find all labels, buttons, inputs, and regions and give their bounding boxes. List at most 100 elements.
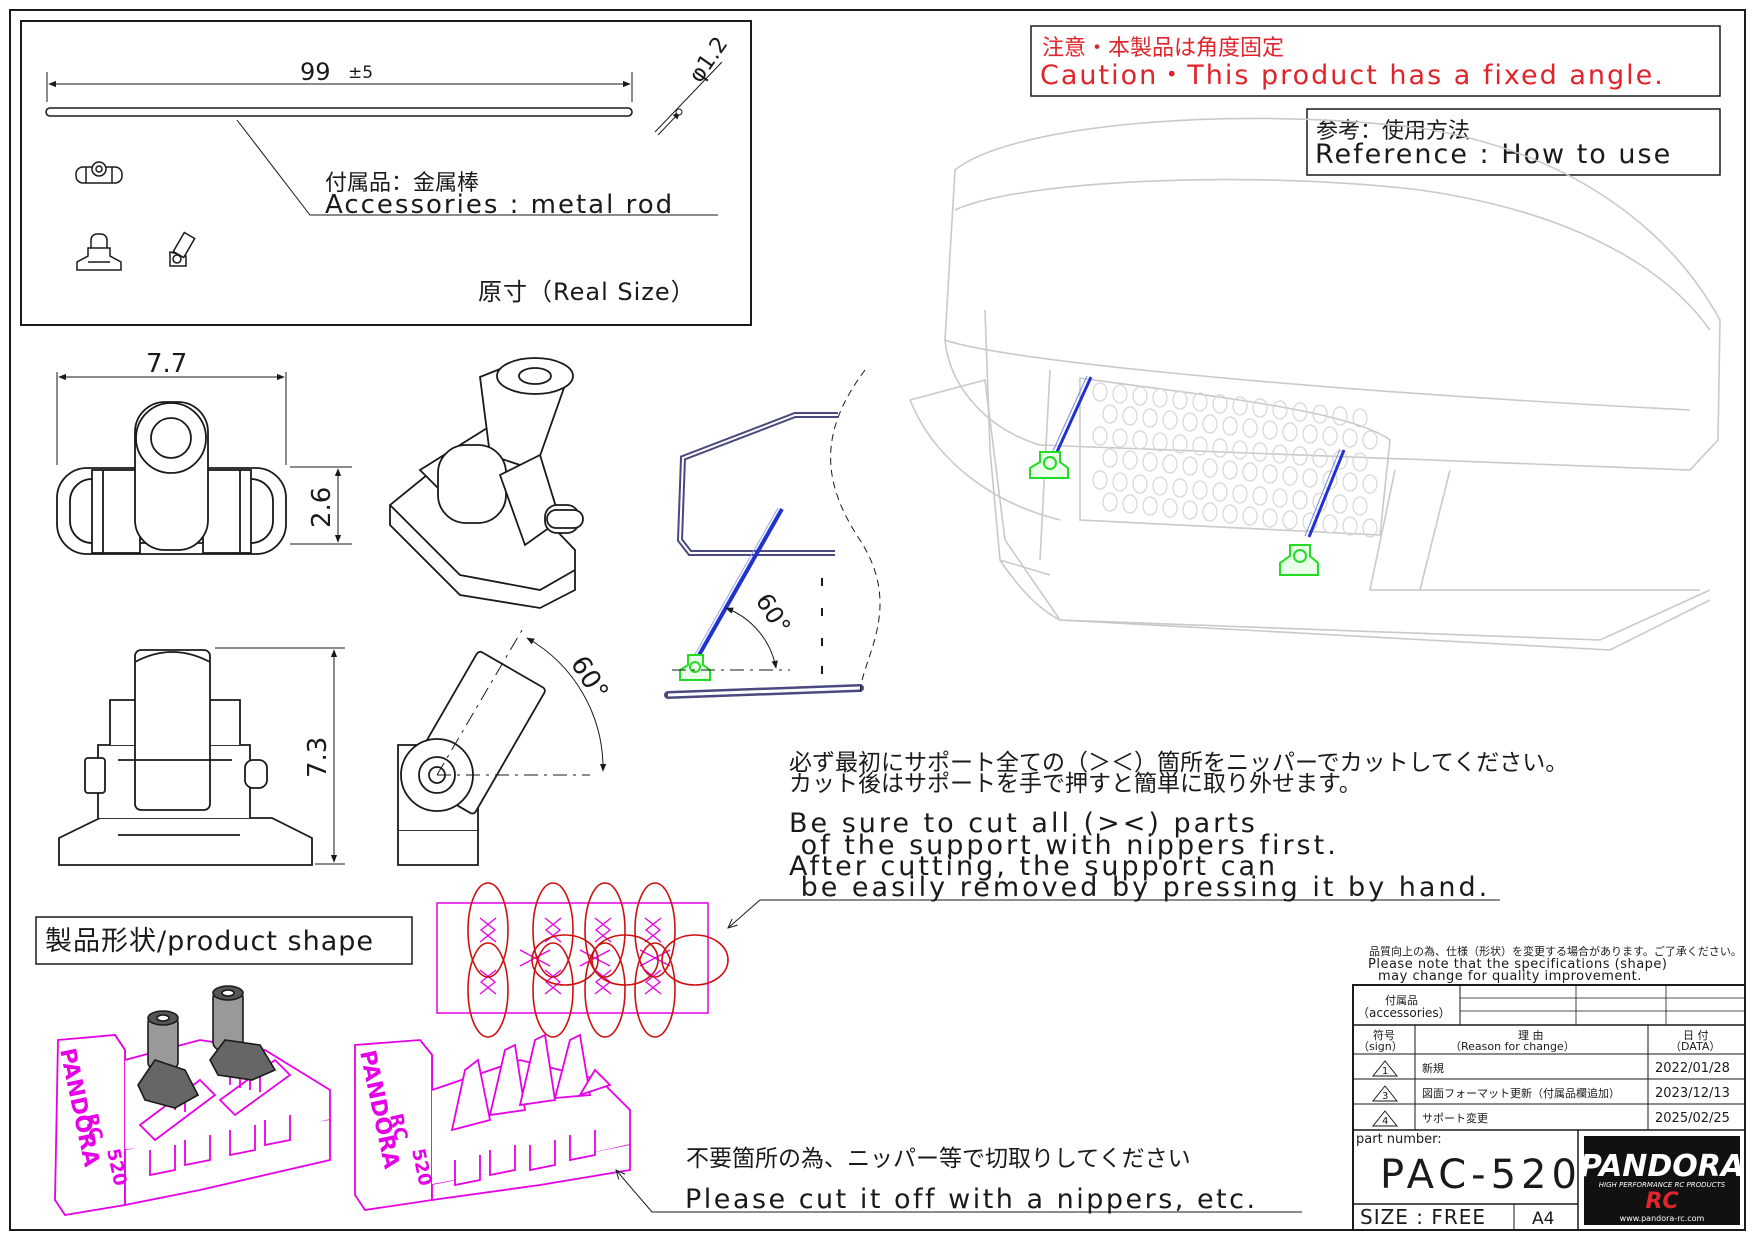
specs-note: 品質向上の為、仕様（形状）を変更する場合があります。ご了承ください。 Pleas… xyxy=(1368,944,1742,984)
reason-header-en: （Reason for change） xyxy=(1450,1040,1575,1053)
depth-dim: 2.6 xyxy=(290,466,352,545)
honeycomb-cell xyxy=(1172,478,1188,498)
honeycomb-cell xyxy=(1252,442,1268,462)
angle-usage-label: 60° xyxy=(750,588,796,639)
support-cut-diagram xyxy=(436,882,729,1038)
logo-brand: PANDORA xyxy=(1580,1149,1744,1184)
honeycomb-cell xyxy=(1152,432,1168,452)
honeycomb-cell xyxy=(1302,424,1318,444)
usage-green-mount xyxy=(679,654,711,681)
honeycomb-cell xyxy=(1162,410,1178,430)
honeycomb-cell xyxy=(1202,458,1218,478)
honeycomb-cell xyxy=(1272,400,1288,420)
wing-green-mount-right xyxy=(1279,544,1319,576)
real-size-note: 原寸（Real Size） xyxy=(478,278,696,306)
height-dim: 7.3 xyxy=(215,647,345,865)
honeycomb-cell xyxy=(1232,396,1248,416)
honeycomb-cell xyxy=(1132,386,1148,406)
revision-date: 2023/12/13 xyxy=(1655,1086,1730,1101)
date-header-jp: 日 付 xyxy=(1683,1029,1709,1042)
cut-circles xyxy=(467,882,729,1038)
honeycomb-cell xyxy=(1172,434,1188,454)
width-dim: 7.7 xyxy=(56,349,287,465)
instruction-en-2: of the support with nippers first. xyxy=(789,830,1339,861)
logo-tagline: HIGH PERFORMANCE RC PRODUCTS xyxy=(1599,1181,1726,1189)
honeycomb-cell xyxy=(1172,390,1188,410)
honeycomb-cell xyxy=(1202,414,1218,434)
caution-en: Caution・This product has a fixed angle. xyxy=(1040,60,1665,91)
revision-sign-triangle xyxy=(1371,1085,1399,1102)
honeycomb-cell xyxy=(1132,474,1148,494)
reference-jp: 参考：使用方法 xyxy=(1316,119,1470,144)
revision-reason: サポート変更 xyxy=(1422,1111,1488,1125)
honeycomb-cell xyxy=(1232,484,1248,504)
honeycomb-cell xyxy=(1092,426,1108,446)
honeycomb-cell xyxy=(1112,384,1128,404)
honeycomb-cell xyxy=(1362,430,1378,450)
size-label: SIZE : FREE xyxy=(1360,1205,1486,1229)
wing-green-mount-left xyxy=(1029,451,1069,479)
angle-main-label: 60° xyxy=(564,651,614,706)
specs-note-jp: 品質向上の為、仕様（形状）を変更する場合があります。ご了承ください。 xyxy=(1369,944,1742,958)
honeycomb-cell xyxy=(1202,502,1218,522)
revision-date: 2022/01/28 xyxy=(1655,1061,1730,1076)
sign-header-jp: 符号 xyxy=(1373,1029,1395,1042)
accessories-row-label-en: （accessories） xyxy=(1357,1006,1451,1020)
product-shape-label: 製品形状/product shape xyxy=(45,926,374,957)
honeycomb-cell xyxy=(1262,464,1278,484)
revision-reason: 新規 xyxy=(1422,1061,1444,1075)
reference-box: 参考：使用方法 Reference : How to use xyxy=(1306,108,1721,176)
usage-diagram: 60° xyxy=(664,369,881,699)
caution-jp: 注意・本製品は角度固定 xyxy=(1042,36,1284,61)
accessories-row-label-jp: 付属品 xyxy=(1385,994,1418,1007)
reference-en: Reference : How to use xyxy=(1315,139,1672,170)
honeycomb-cell xyxy=(1342,516,1358,536)
accessories-box: 99 ±5 φ1.2 付属品：金属棒 Accessories : metal r… xyxy=(20,20,752,326)
honeycomb-cell xyxy=(1122,450,1138,470)
depth-dim-label: 2.6 xyxy=(307,487,337,528)
specs-note-en2: may change for quality improvement. xyxy=(1378,969,1642,984)
honeycomb-cell xyxy=(1312,404,1328,424)
honeycomb-cell xyxy=(1142,496,1158,516)
hinge-part-top-view-small xyxy=(75,161,123,184)
sign-header-en: （sign） xyxy=(1358,1040,1403,1053)
honeycomb-cell xyxy=(1182,412,1198,432)
front-view xyxy=(58,649,313,866)
honeycomb-cell xyxy=(1332,494,1348,514)
cut-off-note: 不要箇所の為、ニッパー等で切取りしてください Please cut it off… xyxy=(616,1146,1302,1215)
revision-sign-triangle xyxy=(1371,1060,1399,1077)
honeycomb-cell xyxy=(1142,452,1158,472)
top-view xyxy=(56,401,287,555)
revision-sign: 1 xyxy=(1382,1066,1388,1077)
honeycomb-cell xyxy=(1192,480,1208,500)
honeycomb-cell xyxy=(1162,498,1178,518)
specs-note-en1: Please note that the specifications (sha… xyxy=(1368,957,1668,972)
revision-sign: 3 xyxy=(1382,1091,1388,1102)
honeycomb-cell xyxy=(1182,500,1198,520)
honeycomb-cell xyxy=(1102,404,1118,424)
instructions: 必ず最初にサポート全ての（＞＜）箇所をニッパーでカットしてください。 カット後は… xyxy=(728,750,1568,928)
honeycomb-cell xyxy=(1282,510,1298,530)
honeycomb-cell xyxy=(1212,438,1228,458)
wing-honeycomb xyxy=(1092,382,1378,538)
honeycomb-cell xyxy=(1282,466,1298,486)
honeycomb-cell xyxy=(1112,428,1128,448)
honeycomb-cell xyxy=(1122,494,1138,514)
date-header-en: （DATA） xyxy=(1670,1040,1720,1053)
honeycomb-cell xyxy=(1292,490,1308,510)
hinge-part-side-view-small xyxy=(169,231,196,267)
title-block xyxy=(1352,984,1746,1231)
honeycomb-cell xyxy=(1222,416,1238,436)
product-shape-label-box: 製品形状/product shape xyxy=(35,916,413,965)
honeycomb-cell xyxy=(1352,408,1368,428)
honeycomb-cell xyxy=(1332,406,1348,426)
honeycomb-cell xyxy=(1232,440,1248,460)
hinge-models-on-support xyxy=(137,985,277,1109)
honeycomb-cell xyxy=(1122,406,1138,426)
metal-rod xyxy=(45,107,633,117)
pandora-logo: PANDORA HIGH PERFORMANCE RC PRODUCTS RC … xyxy=(1580,1136,1744,1225)
honeycomb-cell xyxy=(1192,436,1208,456)
honeycomb-cell xyxy=(1262,420,1278,440)
honeycomb-cell xyxy=(1352,452,1368,472)
honeycomb-cell xyxy=(1212,394,1228,414)
